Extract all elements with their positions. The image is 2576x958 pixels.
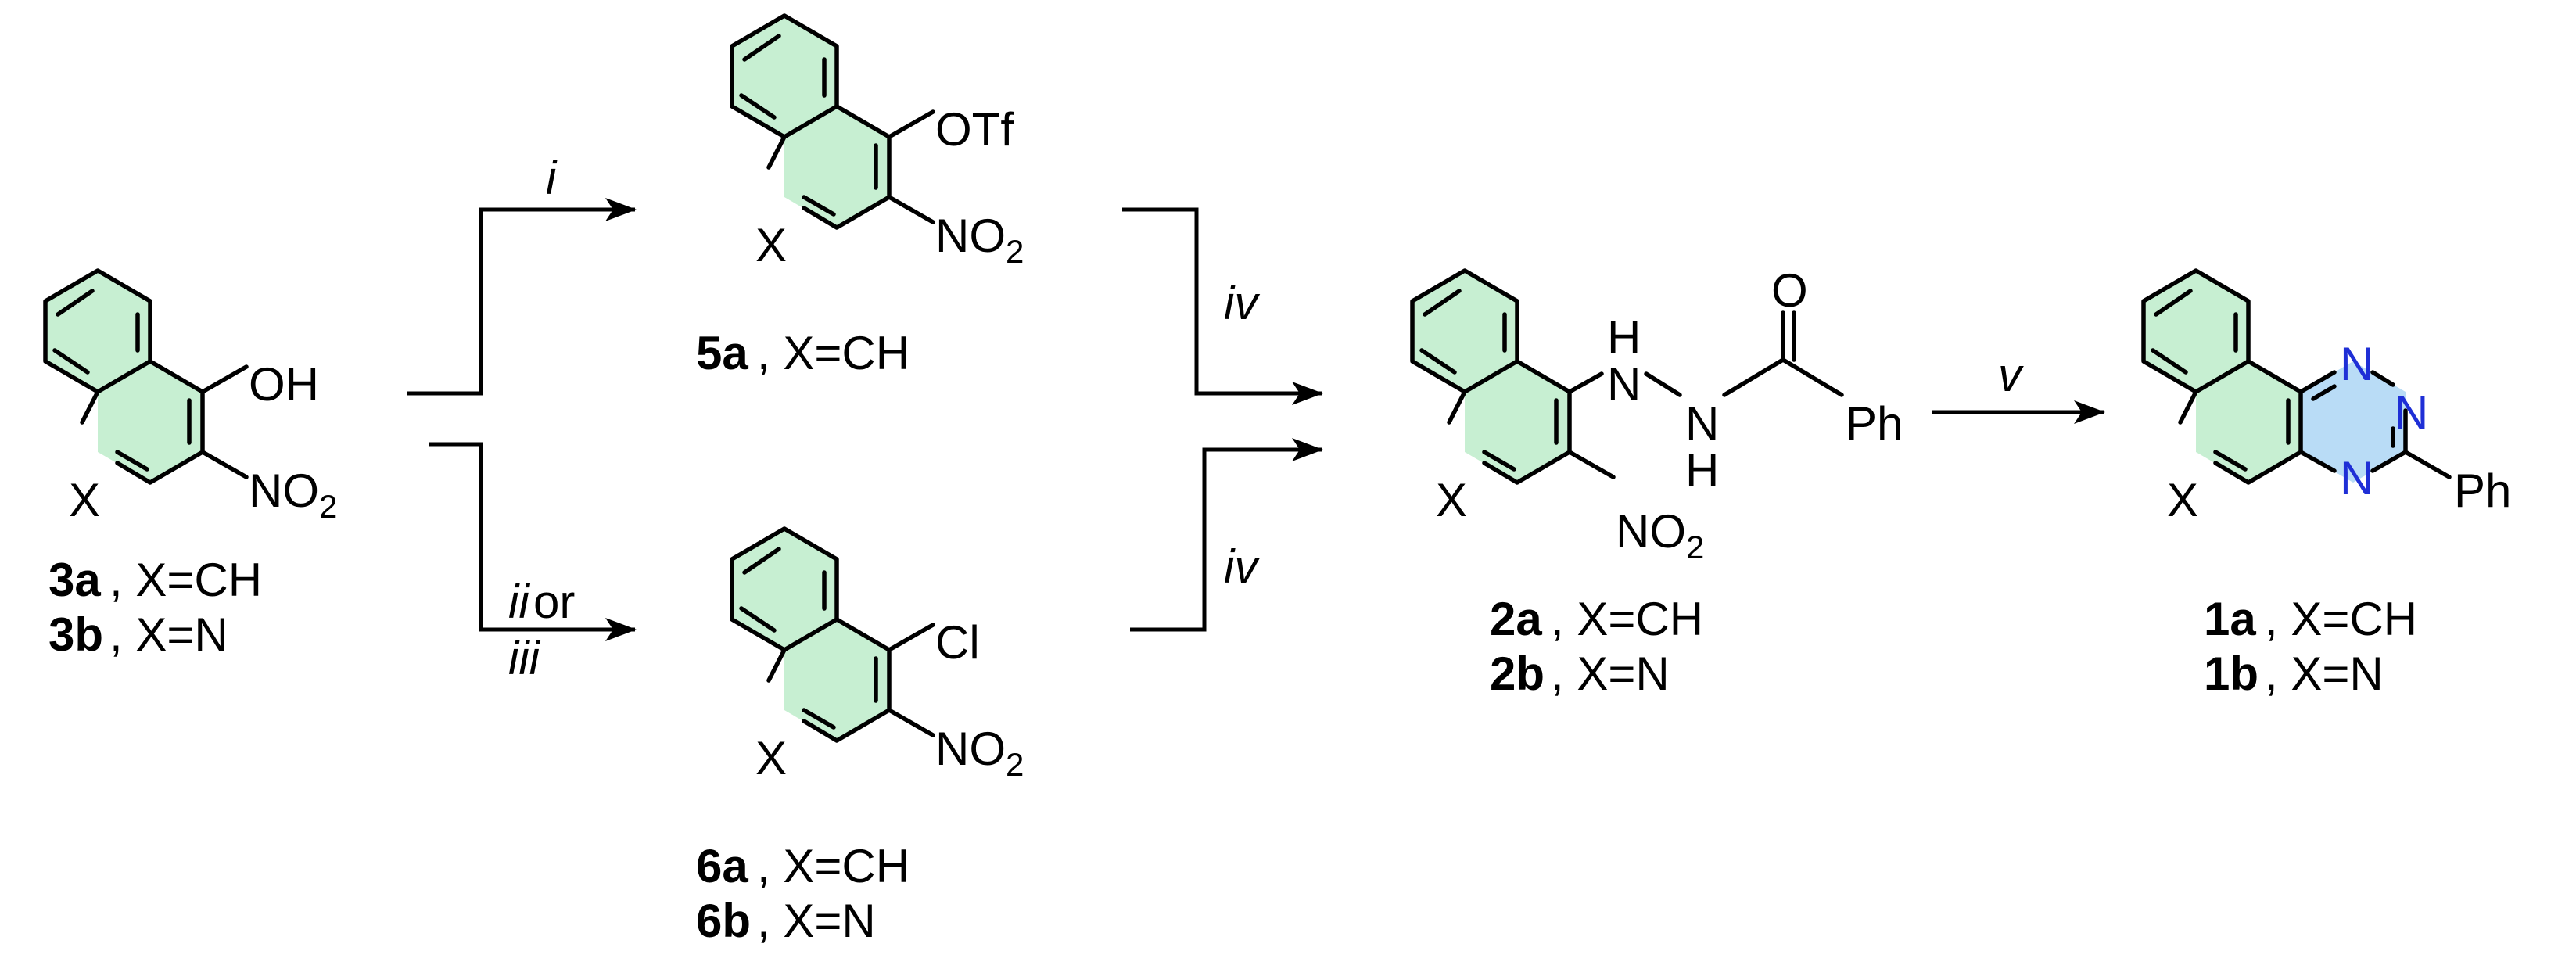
condition-iii: iii xyxy=(508,632,541,684)
compound-3a-label-num: 3a xyxy=(48,554,101,606)
compound-6b-label-num: 6b xyxy=(696,895,751,947)
compound-6-bonds xyxy=(730,526,935,743)
compound-1: N N N Ph X 1a , X=CH 1b , X=N xyxy=(2141,268,2511,700)
compound-3-nitro-label: NO2 xyxy=(249,465,337,525)
compound-6-nitro-label: NO2 xyxy=(935,723,1024,783)
reaction-arrows xyxy=(407,198,2105,641)
compound-5a-label-rest: , X=CH xyxy=(757,327,909,379)
compound-2-n1-label: N xyxy=(1607,358,1641,411)
compound-1-n2-label: N xyxy=(2395,386,2428,439)
compound-6-chloro-label: Cl xyxy=(935,616,980,669)
compound-5-nitro-label: NO2 xyxy=(935,210,1024,270)
compound-3-hydroxy-label: OH xyxy=(249,358,319,411)
compound-1-n3-label: N xyxy=(2340,452,2373,504)
compound-6-x-label: X xyxy=(755,732,787,784)
compound-5-bonds xyxy=(730,13,935,230)
compound-1-bonds xyxy=(2141,268,2452,485)
compound-1b-label-rest: , X=N xyxy=(2265,648,2384,700)
compound-2a-label-num: 2a xyxy=(1490,593,1542,645)
compound-6: Cl NO2 X 6a , X=CH 6b , X=N xyxy=(696,526,1024,947)
compound-2-phenyl-label: Ph xyxy=(1846,397,1903,450)
compound-2-nitro-label: NO2 xyxy=(1616,505,1704,565)
compound-5: OTf NO2 X 5a , X=CH xyxy=(696,13,1024,379)
arrow-6-to-2 xyxy=(1130,438,1323,632)
condition-or: or xyxy=(533,576,575,628)
compound-5-triflate-label: OTf xyxy=(935,103,1014,156)
compound-2-nh1-h-label: H xyxy=(1607,311,1641,364)
compound-3-pyridine-ring-fill xyxy=(98,361,203,483)
compound-6a-label-num: 6a xyxy=(696,840,748,892)
compound-3: OH NO2 X 3a , X=CH 3b , X=N xyxy=(43,268,337,661)
arrow-5-to-2 xyxy=(1122,207,1323,405)
compound-1a-label-rest: , X=CH xyxy=(2265,593,2417,645)
compound-3b-label-rest: , X=N xyxy=(109,608,228,661)
compound-6a-label-rest: , X=CH xyxy=(757,840,909,892)
compound-3a-label-rest: , X=CH xyxy=(109,554,262,606)
condition-v: v xyxy=(1998,349,2024,401)
compound-5a-label-num: 5a xyxy=(696,327,748,379)
compound-1-n1-label: N xyxy=(2340,338,2373,390)
condition-ii: ii xyxy=(508,576,530,628)
compound-3-x-label: X xyxy=(69,474,100,526)
compound-2a-label-rest: , X=CH xyxy=(1551,593,1703,645)
compound-1a-label-num: 1a xyxy=(2204,593,2256,645)
condition-iv-bottom: iv xyxy=(1224,540,1260,593)
compound-1b-label-num: 1b xyxy=(2204,648,2258,700)
compound-2-n2-label: N xyxy=(1685,397,1719,450)
compound-1-phenyl-label: Ph xyxy=(2454,465,2511,517)
condition-iv-top: iv xyxy=(1224,277,1260,329)
compound-2-x-label: X xyxy=(1436,474,1467,526)
compound-2-bonds xyxy=(1410,268,1844,485)
compound-6b-label-rest: , X=N xyxy=(757,895,876,947)
compound-3b-label-num: 3b xyxy=(48,608,103,661)
compound-2b-label-num: 2b xyxy=(1490,648,1545,700)
compound-3-bonds xyxy=(43,268,249,485)
compound-5-x-label: X xyxy=(755,219,787,271)
arrow-3-to-6 xyxy=(429,442,637,641)
condition-i: i xyxy=(546,152,558,204)
compound-2b-label-rest: , X=N xyxy=(1551,648,1670,700)
arrow-3-to-5 xyxy=(407,198,637,396)
compound-2: H N N H O Ph NO2 X 2a , X=CH 2b , X=N xyxy=(1410,264,1903,700)
compound-2-oxygen-label: O xyxy=(1771,264,1808,317)
compound-2-nh2-h-label: H xyxy=(1685,444,1719,497)
compound-1-x-label: X xyxy=(2167,474,2198,526)
